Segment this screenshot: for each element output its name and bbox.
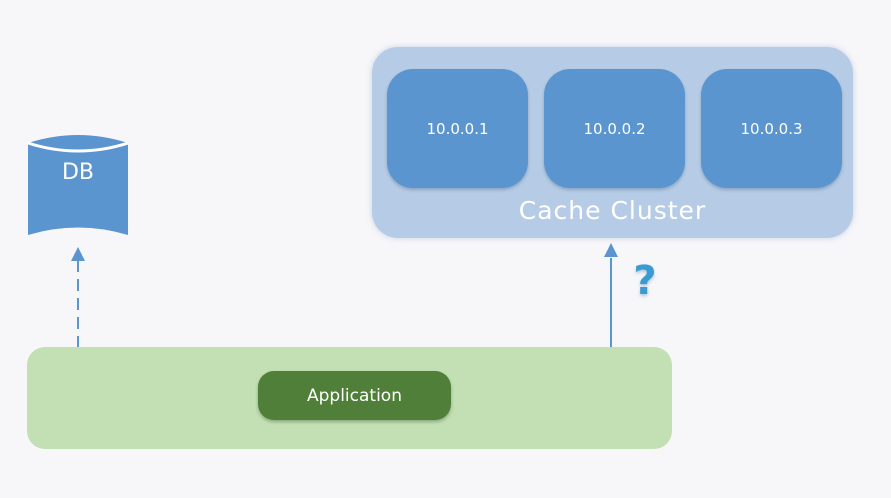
- cache-node-ip: 10.0.0.2: [583, 119, 646, 138]
- application-label: Application: [307, 385, 402, 406]
- cache-node-ip: 10.0.0.3: [740, 119, 803, 138]
- db-label: DB: [61, 160, 95, 185]
- cache-node-2: 10.0.0.2: [544, 69, 685, 188]
- db-cylinder: [27, 135, 129, 235]
- cache-node-3: 10.0.0.3: [701, 69, 842, 188]
- cache-cluster: 10.0.0.1 10.0.0.2 10.0.0.3 Cache Cluster: [372, 47, 853, 238]
- application-box: Application: [258, 371, 451, 420]
- cache-cluster-label: Cache Cluster: [518, 196, 707, 225]
- cache-arrowhead: [604, 243, 618, 257]
- cache-node-1: 10.0.0.1: [387, 69, 528, 188]
- db-arrowhead: [71, 247, 85, 261]
- cache-node-ip: 10.0.0.1: [426, 119, 489, 138]
- question-mark-icon: ?: [633, 258, 657, 304]
